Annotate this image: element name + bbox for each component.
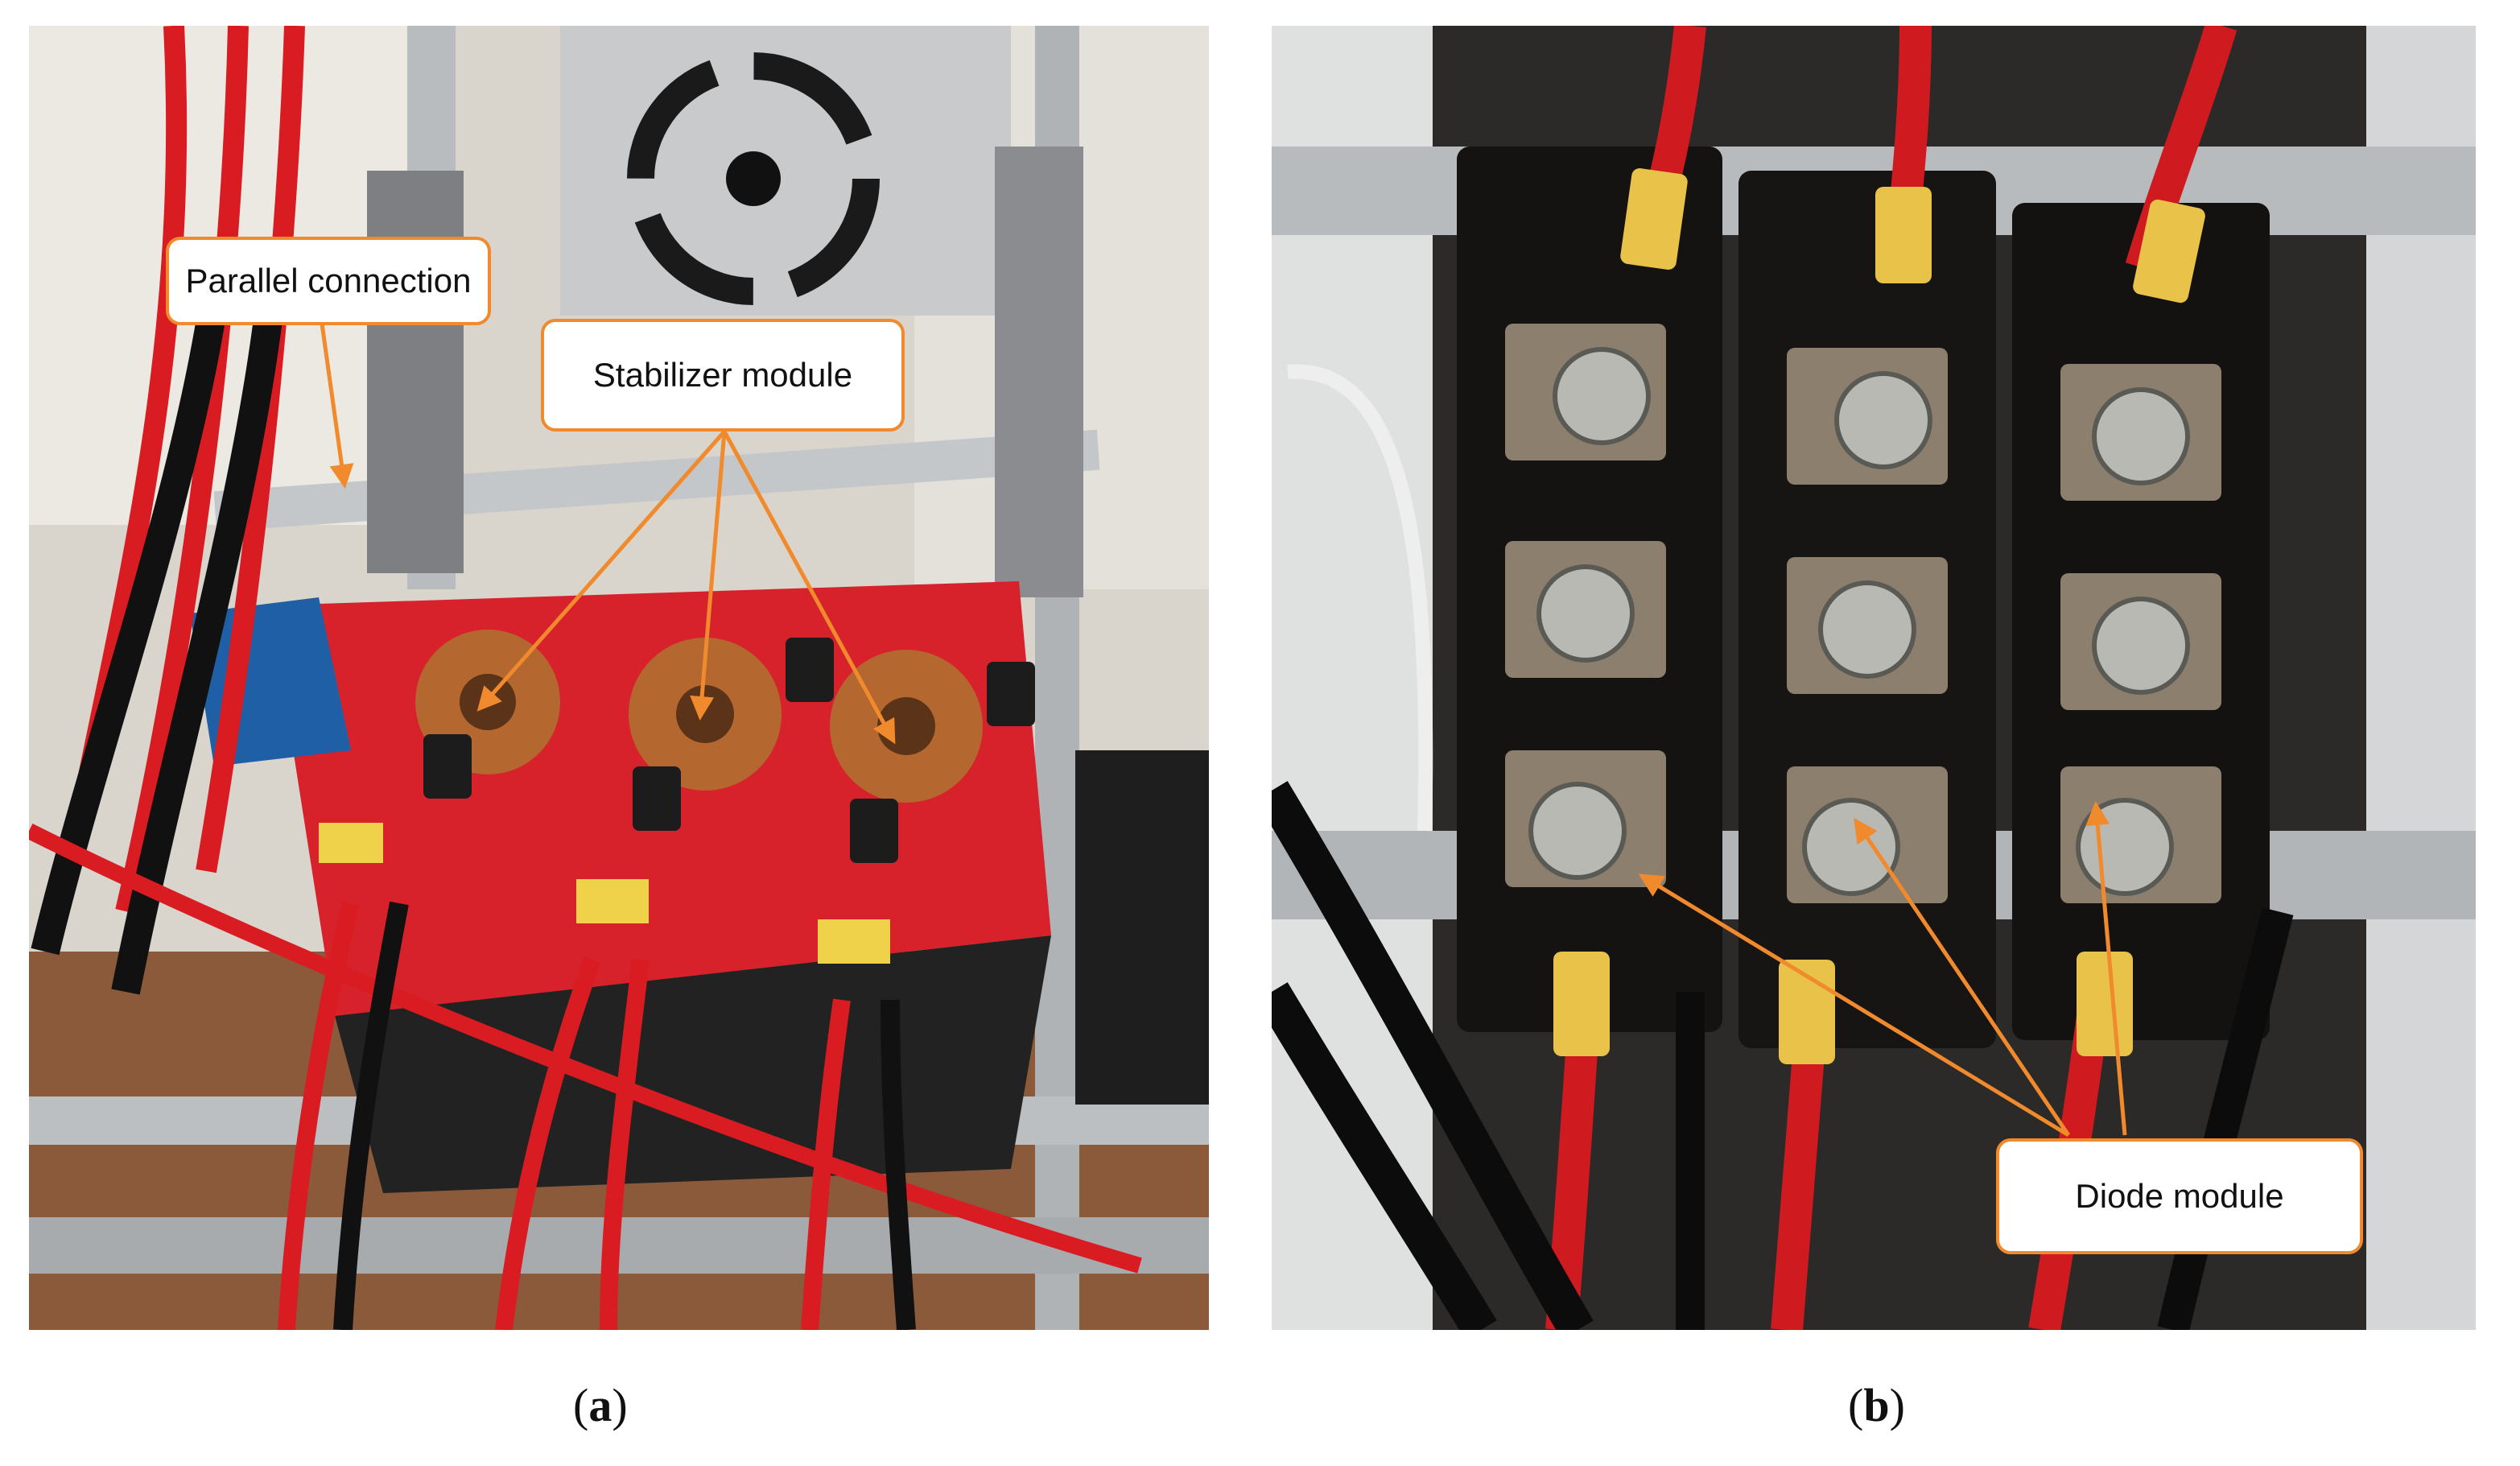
caption-a-letter: a [588, 1379, 612, 1431]
diode-photo-illustration [1272, 26, 2476, 1330]
stabilizer-photo-illustration [29, 26, 1209, 1330]
caption-a: (a) [573, 1379, 628, 1431]
caption-b: (b) [1848, 1379, 1905, 1431]
photo-panel-b [1272, 26, 2476, 1330]
parallel-connection-label: Parallel connection [166, 237, 491, 325]
stabilizer-module-label: Stabilizer module [541, 319, 905, 432]
photo-panel-a [29, 26, 1209, 1330]
caption-b-letter: b [1863, 1379, 1890, 1431]
diode-module-label: Diode module [1996, 1138, 2363, 1254]
